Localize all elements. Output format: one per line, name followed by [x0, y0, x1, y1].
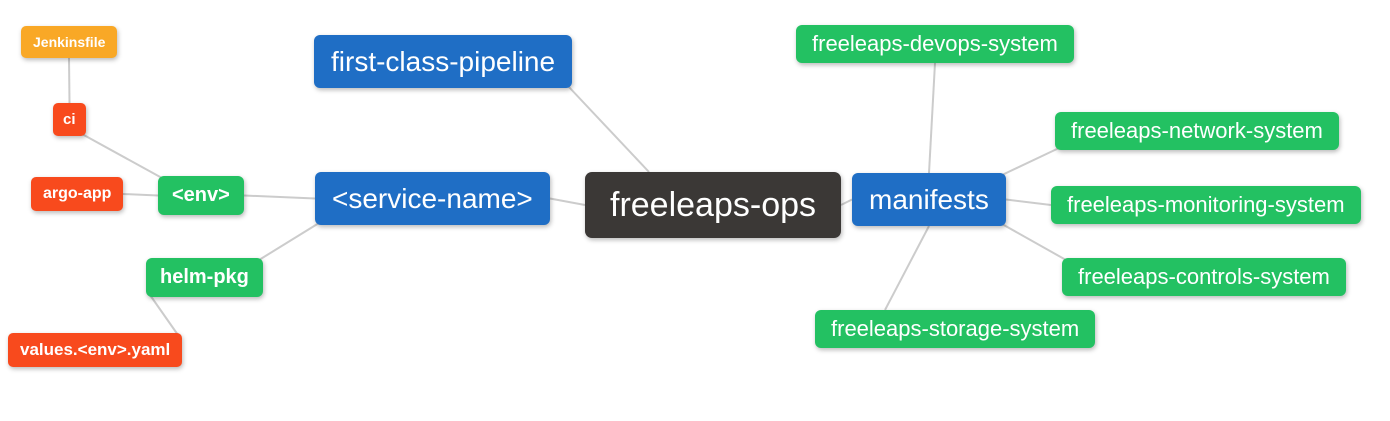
node-values-env-yaml[interactable]: values.<env>.yaml: [8, 333, 183, 367]
node-freeleaps-monitoring-system[interactable]: freeleaps-monitoring-system: [1051, 186, 1361, 224]
node-freeleaps-ops-root[interactable]: freeleaps-ops: [585, 172, 842, 238]
edge-manifests-devops: [928, 62, 936, 174]
edge-helm-service: [258, 222, 320, 261]
node-freeleaps-controls-system[interactable]: freeleaps-controls-system: [1062, 258, 1346, 296]
edge-service-ops: [549, 197, 586, 206]
node-helm-pkg[interactable]: helm-pkg: [146, 258, 263, 297]
edge-fcp-ops: [567, 85, 650, 173]
node-freeleaps-devops-system[interactable]: freeleaps-devops-system: [796, 25, 1074, 63]
edge-ci-env: [81, 133, 163, 179]
edge-values-helm: [149, 294, 179, 336]
node-service-name[interactable]: <service-name>: [315, 172, 550, 225]
node-env[interactable]: <env>: [158, 176, 244, 215]
node-manifests[interactable]: manifests: [852, 173, 1006, 226]
edge-argo-env: [122, 193, 159, 197]
node-freeleaps-network-system[interactable]: freeleaps-network-system: [1055, 112, 1339, 150]
node-argo-app[interactable]: argo-app: [31, 177, 124, 211]
edge-manifests-monitoring: [1005, 198, 1052, 206]
edge-manifests-network: [1001, 147, 1060, 176]
node-ci[interactable]: ci: [53, 103, 86, 136]
edge-env-service: [243, 194, 316, 200]
edge-ops-manifests: [840, 198, 853, 206]
edge-manifests-storage: [884, 225, 930, 311]
node-freeleaps-storage-system[interactable]: freeleaps-storage-system: [815, 310, 1096, 348]
edge-manifests-controls: [1001, 223, 1067, 261]
edge-jenkinsfile-ci: [68, 57, 71, 104]
node-first-class-pipeline[interactable]: first-class-pipeline: [314, 35, 573, 88]
node-jenkinsfile[interactable]: Jenkinsfile: [21, 26, 118, 58]
